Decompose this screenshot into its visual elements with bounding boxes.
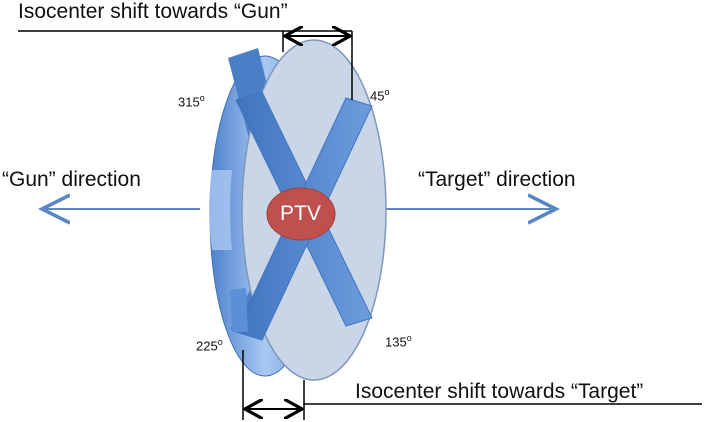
shift-target-label: Isocenter shift towards “Target” [355,380,644,403]
angle-45-label: 45o [370,87,390,104]
disc-rim-highlight [209,170,232,250]
gun-direction-label: “Gun” direction [2,168,141,191]
angle-135-label: 135o [385,333,412,350]
angle-225-label: 225o [196,337,223,354]
ptv-target [266,187,336,241]
target-direction-label: “Target” direction [418,168,576,191]
beam-225-arm [230,288,248,332]
angle-315-label: 315o [178,93,205,110]
ptv-label: PTV [280,202,321,225]
shift-gun-label: Isocenter shift towards “Gun” [18,0,288,23]
